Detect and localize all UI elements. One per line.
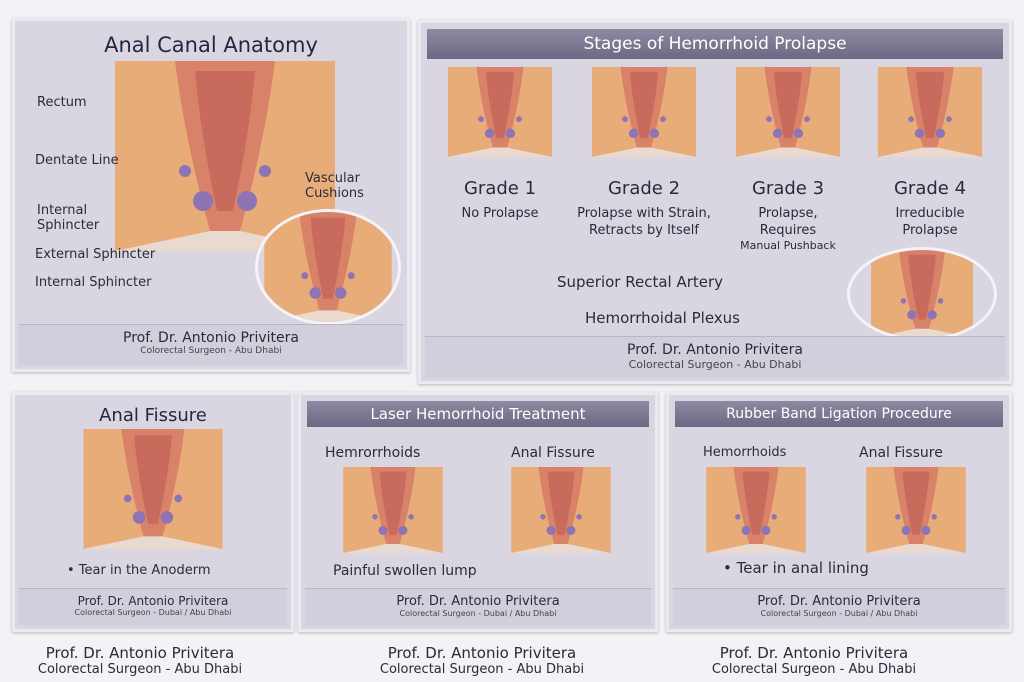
author-name: Prof. Dr. Antonio Privitera [77,594,229,608]
laser-hemorrhoid-illustration [343,467,443,553]
grade-3-illustration [735,67,841,157]
grade-name: Grade 4 [893,178,967,199]
caption-role: Colorectal Surgeon - Abu Dhabi [37,662,243,677]
caption-name: Prof. Dr. Antonio Privitera [719,644,909,662]
label-dentate-line: Dentate Line [35,153,119,168]
author-name: Prof. Dr. Antonio Privitera [627,342,803,358]
grade-1-illustration [447,67,553,157]
band-right-label: Anal Fissure [859,445,943,461]
anatomy-title: Anal Canal Anatomy [104,33,318,57]
anatomy-panel: Anal Canal Anatomy Rectum Dentate Line I… [12,18,410,372]
laser-left-label: Hemrorrhoids [325,445,421,461]
laser-note: Painful swollen lump [333,563,477,579]
grade-desc: No Prolapse [461,206,539,221]
grade-name: Grade 2 [607,178,681,199]
caption-name: Prof. Dr. Antonio Privitera [387,644,577,662]
label-vascular-cushions: Vascular Cushions [305,171,364,201]
plexus-inset-illustration [847,247,997,341]
stages-title: Stages of Hemorrhoid Prolapse [427,29,1003,59]
grade-desc: Irreducible Prolapse [895,206,965,238]
stages-panel: Stages of Hemorrhoid Prolapse Grade 1 No … [418,20,1012,384]
laser-fissure-illustration [511,467,611,553]
author-name: Prof. Dr. Antonio Privitera [396,594,560,609]
band-footer: Prof. Dr. Antonio Privitera Colorectal S… [673,588,1005,625]
grade-name: Grade 1 [463,178,537,199]
fissure-illustration [83,429,223,549]
anatomy-footer: Prof. Dr. Antonio Privitera Colorectal S… [19,324,403,365]
label-rectum: Rectum [37,95,87,110]
caption-name: Prof. Dr. Antonio Privitera [45,644,235,662]
band-title: Rubber Band Ligation Procedure [675,401,1003,427]
grade-4: Grade 4 Irreducible Prolapse [861,83,999,239]
fissure-title: Anal Fissure [99,405,207,426]
label-internal-sphincter-2: Internal Sphincter [35,275,152,290]
anal-canal-illustration [115,61,335,251]
label-external-sphincter: External Sphincter [35,247,156,262]
label-internal-sphincter: Internal Sphincter [37,203,100,233]
grade-4-illustration [877,67,983,157]
author-name: Prof. Dr. Antonio Privitera [123,330,299,346]
band-note: • Tear in anal lining [723,559,869,577]
stages-footer: Prof. Dr. Antonio Privitera Colorectal S… [425,336,1005,377]
author-role: Colorectal Surgeon - Dubai / Abu Dhabi [74,608,232,617]
label-superior-rectal-artery: Superior Rectal Artery [557,273,724,291]
caption-role: Colorectal Surgeon - Abu Dhabi [379,662,585,677]
fissure-note: • Tear in the Anoderm [67,563,211,578]
magnified-inset-illustration [255,209,401,325]
author-role: Colorectal Surgeon - Dubai / Abu Dhabi [760,609,918,618]
grade-desc-2: Manual Pushback [740,239,836,252]
author-role: Colorectal Surgeon - Abu Dhabi [140,346,282,356]
author-role: Colorectal Surgeon - Dubai / Abu Dhabi [399,609,557,618]
grade-1: Grade 1 No Prolapse [431,83,569,222]
band-fissure-illustration [866,467,966,553]
grade-name: Grade 3 [751,178,825,199]
caption-role: Colorectal Surgeon - Abu Dhabi [711,662,917,677]
author-role: Colorectal Surgeon - Abu Dhabi [628,358,802,371]
author-name: Prof. Dr. Antonio Privitera [757,594,921,609]
laser-right-label: Anal Fissure [511,445,595,461]
fissure-footer: Prof. Dr. Antonio Privitera Colorectal S… [19,588,287,625]
grade-2-illustration [591,67,697,157]
band-hemorrhoid-illustration [706,467,806,553]
band-left-label: Hemorrhoids [703,445,787,460]
laser-panel: Laser Hemorrhoid Treatment Hemrorrhoids … [298,392,658,632]
label-hemorrhoidal-plexus: Hemorrhoidal Plexus [585,309,740,327]
grade-2: Grade 2 Prolapse with Strain, Retracts by… [575,83,713,239]
grade-desc: Prolapse with Strain, Retracts by Itself [577,206,711,238]
laser-title: Laser Hemorrhoid Treatment [307,401,649,427]
grade-desc: Prolapse, Requires [758,206,818,238]
laser-footer: Prof. Dr. Antonio Privitera Colorectal S… [305,588,651,625]
band-ligation-panel: Rubber Band Ligation Procedure Hemorrhoi… [666,392,1012,632]
fissure-panel: Anal Fissure • Tear in the Anoderm Prof.… [12,392,294,632]
